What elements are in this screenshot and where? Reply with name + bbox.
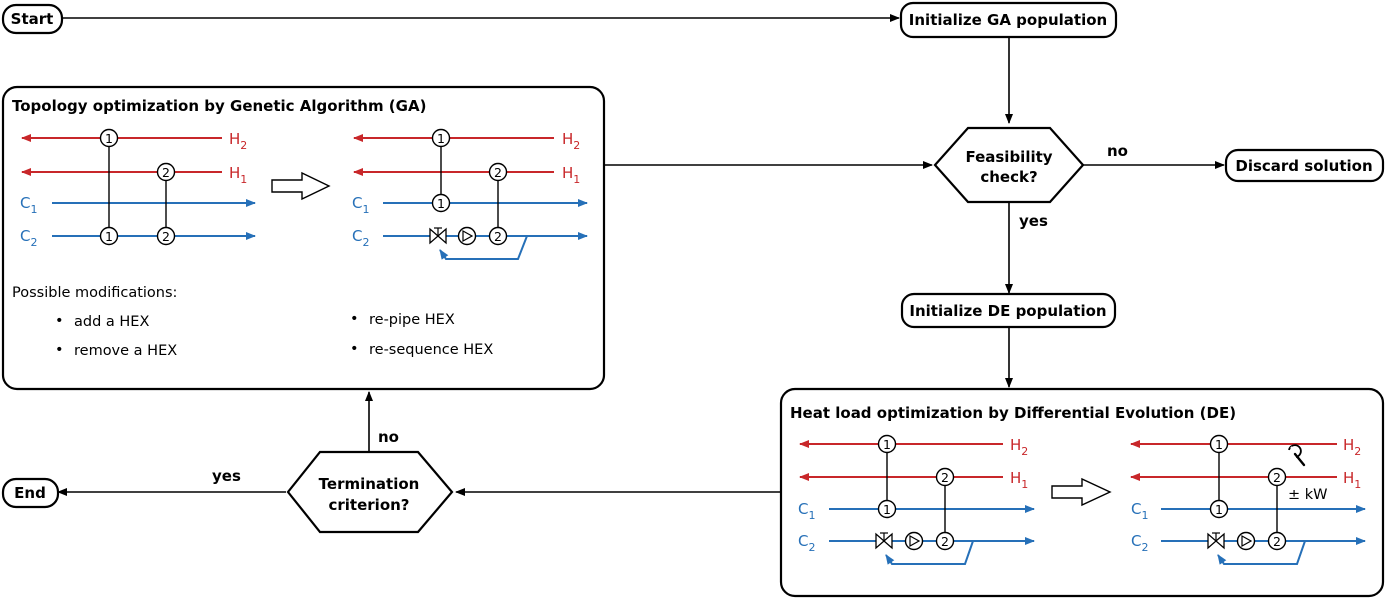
svg-text:C1: C1 bbox=[352, 194, 369, 216]
svg-text:2: 2 bbox=[1273, 470, 1281, 485]
svg-text:1: 1 bbox=[105, 131, 113, 146]
svg-text:H1: H1 bbox=[1010, 469, 1028, 491]
svg-text:H2: H2 bbox=[562, 130, 580, 152]
flow-arrows bbox=[57, 14, 1225, 496]
svg-text:C1: C1 bbox=[798, 500, 815, 522]
node-termination: Termination criterion? bbox=[286, 450, 454, 534]
de-panel-title: Heat load optimization by Differential E… bbox=[790, 404, 1236, 422]
ga-panel-title: Topology optimization by Genetic Algorit… bbox=[12, 97, 426, 115]
heat-load-adjust-label: ± kW bbox=[1288, 487, 1328, 503]
ga-network-before: H2 H1 C1 C2 1 2 1 2 bbox=[20, 128, 256, 249]
svg-text:2: 2 bbox=[162, 165, 170, 180]
valve-icon bbox=[875, 532, 893, 550]
node-discard-label: Discard solution bbox=[1235, 157, 1372, 175]
node-termination-label-line2: criterion? bbox=[329, 496, 410, 514]
modifications-title: Possible modifications: bbox=[12, 285, 177, 301]
edge-label-feasibility-no: no bbox=[1107, 142, 1128, 160]
svg-text:H1: H1 bbox=[229, 164, 247, 186]
modification-re-pipe: re-pipe HEX bbox=[369, 312, 455, 328]
svg-text:1: 1 bbox=[883, 437, 891, 452]
node-init-ga: Initialize GA population bbox=[899, 1, 1118, 39]
hollow-arrow-icon bbox=[271, 171, 331, 201]
svg-text:C2: C2 bbox=[20, 227, 37, 249]
node-termination-label-line1: Termination bbox=[319, 475, 420, 493]
svg-text:•: • bbox=[55, 313, 64, 329]
node-init-de: Initialize DE population bbox=[900, 292, 1117, 329]
svg-text:H1: H1 bbox=[1343, 469, 1361, 491]
ga-panel: Topology optimization by Genetic Algorit… bbox=[1, 85, 606, 391]
edge-label-termination-no: no bbox=[378, 428, 399, 446]
edge-label-termination-yes: yes bbox=[212, 467, 241, 485]
svg-text:C2: C2 bbox=[352, 227, 369, 249]
svg-text:2: 2 bbox=[941, 470, 949, 485]
modification-re-sequence: re-sequence HEX bbox=[369, 342, 493, 358]
svg-text:1: 1 bbox=[1215, 437, 1223, 452]
svg-text:2: 2 bbox=[494, 165, 502, 180]
wrench-icon bbox=[1288, 444, 1306, 467]
svg-text:C1: C1 bbox=[20, 194, 37, 216]
svg-text:H1: H1 bbox=[562, 164, 580, 186]
svg-text:2: 2 bbox=[494, 229, 502, 244]
node-start-label: Start bbox=[11, 10, 54, 28]
svg-text:•: • bbox=[55, 342, 64, 358]
hollow-arrow-icon bbox=[1051, 477, 1112, 507]
svg-text:1: 1 bbox=[1215, 502, 1223, 517]
ga-network-after: H2 H1 C1 C2 1 2 1 2 bbox=[352, 128, 588, 260]
svg-text:C1: C1 bbox=[1131, 500, 1148, 522]
svg-text:2: 2 bbox=[162, 229, 170, 244]
svg-text:H2: H2 bbox=[229, 130, 247, 152]
svg-text:C2: C2 bbox=[798, 532, 815, 554]
valve-icon bbox=[429, 227, 447, 245]
svg-text:C2: C2 bbox=[1131, 532, 1148, 554]
svg-text:1: 1 bbox=[437, 196, 445, 211]
svg-text:1: 1 bbox=[883, 502, 891, 517]
node-end: End bbox=[1, 477, 60, 509]
de-panel: Heat load optimization by Differential E… bbox=[779, 387, 1385, 598]
node-discard: Discard solution bbox=[1224, 148, 1385, 183]
node-init-de-label: Initialize DE population bbox=[909, 302, 1106, 320]
pump-icon bbox=[1236, 531, 1256, 551]
svg-text:1: 1 bbox=[437, 131, 445, 146]
de-network-before: H2 H1 C1 C2 1 2 1 2 bbox=[798, 434, 1035, 565]
svg-text:•: • bbox=[350, 311, 359, 327]
node-feasibility-label-line1: Feasibility bbox=[965, 148, 1052, 166]
node-feasibility: Feasibility check? bbox=[933, 126, 1085, 204]
node-start: Start bbox=[1, 3, 64, 35]
svg-text:•: • bbox=[350, 341, 359, 357]
node-feasibility-label-line2: check? bbox=[980, 168, 1037, 186]
pump-icon bbox=[904, 531, 924, 551]
edge-label-feasibility-yes: yes bbox=[1019, 212, 1048, 230]
modification-add: add a HEX bbox=[74, 314, 149, 330]
svg-text:1: 1 bbox=[105, 229, 113, 244]
svg-text:H2: H2 bbox=[1010, 436, 1028, 458]
node-init-ga-label: Initialize GA population bbox=[909, 11, 1107, 29]
svg-text:2: 2 bbox=[1273, 534, 1281, 549]
svg-text:2: 2 bbox=[941, 534, 949, 549]
modification-remove: remove a HEX bbox=[74, 343, 177, 359]
pump-icon bbox=[457, 226, 477, 246]
node-end-label: End bbox=[14, 484, 46, 502]
svg-text:H2: H2 bbox=[1343, 436, 1361, 458]
de-network-after: H2 H1 C1 C2 1 2 1 2 ± kW bbox=[1130, 434, 1366, 565]
valve-icon bbox=[1207, 532, 1225, 550]
